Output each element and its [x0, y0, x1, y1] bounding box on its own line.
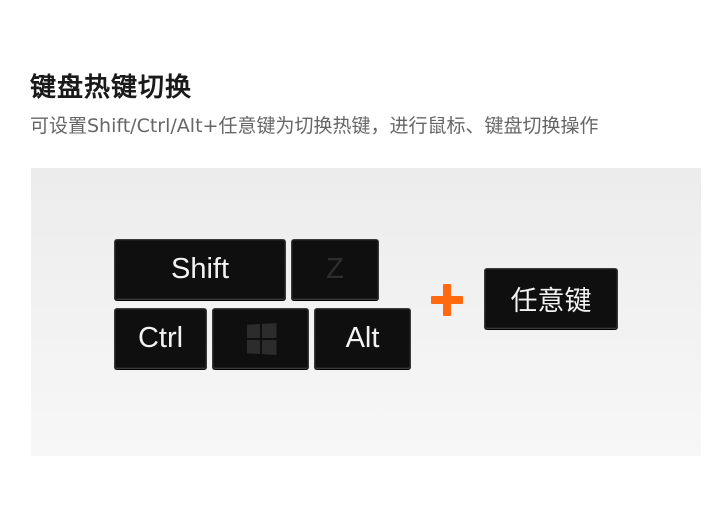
z-key: Z [291, 239, 379, 300]
windows-logo-icon [246, 322, 276, 355]
any-key: 任意键 [484, 268, 618, 329]
windows-key [212, 308, 309, 369]
section-subtitle: 可设置Shift/Ctrl/Alt+任意键为切换热键，进行鼠标、键盘切换操作 [30, 115, 599, 137]
shift-key: Shift [114, 239, 286, 300]
section-title: 键盘热键切换 [30, 73, 193, 103]
ctrl-key: Ctrl [114, 308, 207, 369]
alt-key: Alt [314, 308, 411, 369]
plus-icon [431, 284, 463, 316]
